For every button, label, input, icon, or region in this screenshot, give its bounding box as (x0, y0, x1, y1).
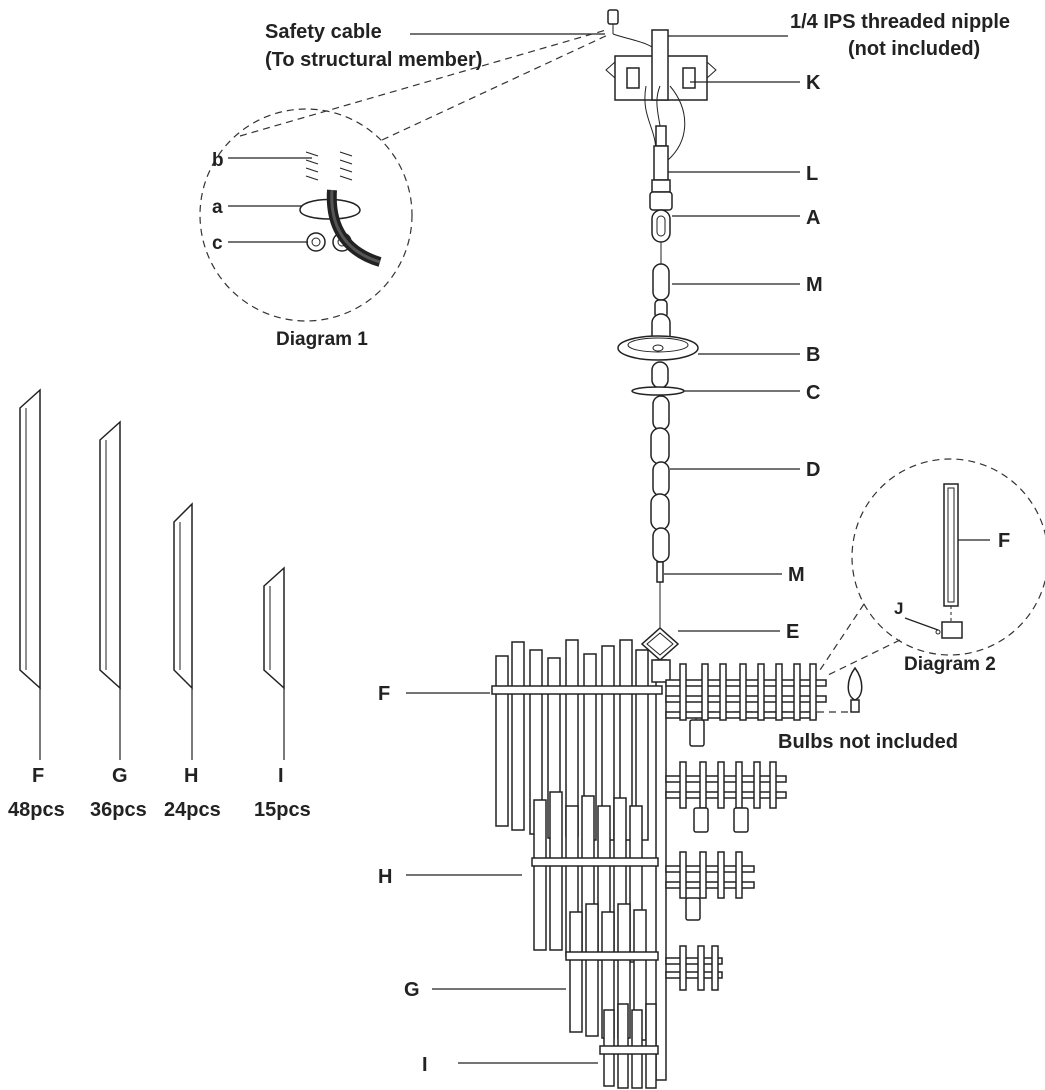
j-detail-leader (904, 617, 939, 631)
chain-d (650, 395, 670, 563)
diagram-1-title: Diagram 1 (276, 329, 368, 350)
detail-label-c: c (212, 233, 223, 254)
body-label-f: F (378, 683, 390, 705)
crystal-count-h: 24pcs (164, 799, 221, 821)
swivel-l (651, 125, 671, 193)
canopy-bracket-k (605, 29, 717, 166)
body-label-h: H (378, 866, 392, 888)
chain-upper (651, 242, 671, 351)
crystal-letter-i: I (278, 765, 284, 787)
safety-cable-hook (607, 9, 659, 53)
tier-frame-2 (665, 761, 787, 833)
part-label-m-lower: M (788, 564, 805, 586)
crystal-letter-f: F (32, 765, 44, 787)
safety-cable-note: (To structural member) (265, 49, 482, 71)
part-label-e: E (786, 621, 799, 643)
part-label-l: L (806, 163, 818, 185)
crystal-count-f: 48pcs (8, 799, 65, 821)
detail-label-j: J (894, 599, 903, 618)
crystal-letter-h: H (184, 765, 198, 787)
loop-a (649, 191, 673, 243)
diagram-2-detail (819, 458, 1045, 677)
tier-frame-3 (665, 851, 755, 921)
part-label-b: B (806, 344, 820, 366)
safety-cable-label: Safety cable (265, 21, 382, 43)
part-label-d: D (806, 459, 820, 481)
loose-crystal-i (263, 566, 285, 690)
bulb-icon (847, 666, 863, 713)
chandelier-body (491, 639, 827, 1089)
diagram-1-detail (199, 29, 611, 322)
crystal-count-g: 36pcs (90, 799, 147, 821)
crystal-count-i: 15pcs (254, 799, 311, 821)
part-label-c: C (806, 382, 820, 404)
detail-label-b: b (212, 150, 224, 171)
part-label-a: A (806, 207, 820, 229)
tier-frame-4 (665, 945, 723, 991)
collar-c (631, 361, 685, 396)
loose-crystal-g (99, 420, 121, 690)
body-label-g: G (404, 979, 420, 1001)
nipple-note: (not included) (848, 38, 980, 60)
part-label-m-upper: M (806, 274, 823, 296)
tier-frame-top (665, 663, 827, 721)
crystal-tier-f (491, 639, 663, 841)
part-label-k: K (806, 72, 821, 94)
loose-crystal-h (173, 502, 193, 690)
crystal-letter-g: G (112, 765, 128, 787)
connector-m-lower (656, 561, 664, 628)
nipple-label: 1/4 IPS threaded nipple (790, 11, 1010, 33)
bulbs-note: Bulbs not included (778, 731, 958, 753)
crystal-tier-g (565, 903, 659, 1041)
crystal-tier-i (599, 1003, 659, 1089)
ceiling-canopy-b (617, 335, 699, 361)
detail-label-f: F (998, 530, 1010, 552)
loose-crystal-f (19, 388, 41, 690)
diagram-2-title: Diagram 2 (904, 654, 996, 675)
detail-label-a: a (212, 197, 223, 218)
body-label-i: I (422, 1054, 428, 1076)
